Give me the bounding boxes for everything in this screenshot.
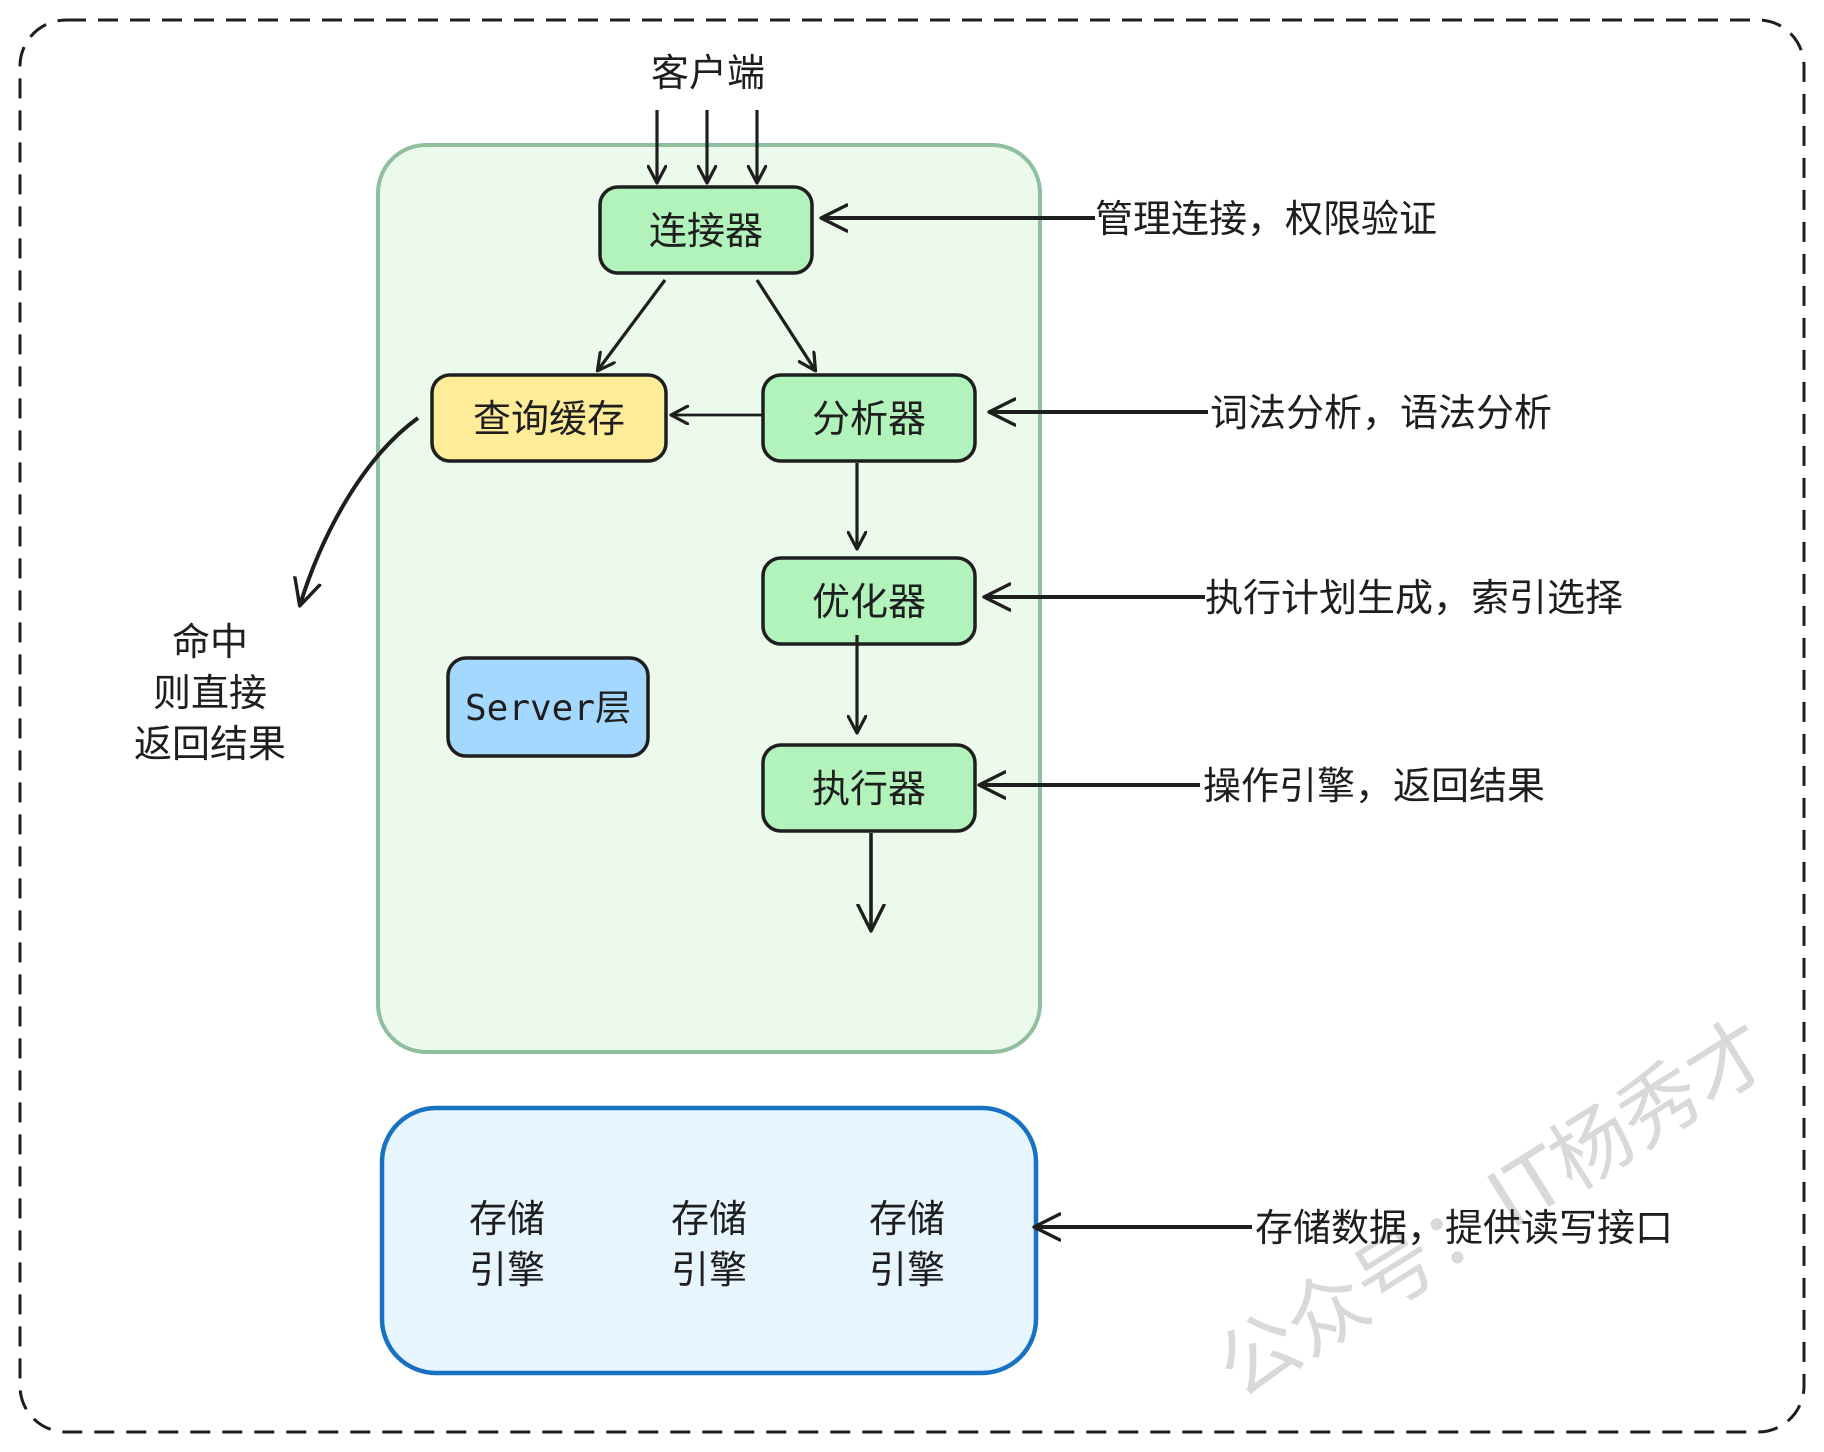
arrow-connector-to-analyzer [755, 279, 815, 370]
optimizer-label: 优化器 [812, 580, 926, 624]
analyzer-label: 分析器 [812, 397, 926, 441]
arrow-cache-hit [300, 416, 420, 605]
outer-frame [18, 18, 1806, 1434]
storage-engine-3-line1: 存储 [869, 1197, 945, 1241]
arrow-connector-to-cache [598, 279, 667, 370]
cache-hit-line2: 则直接 [153, 671, 267, 715]
annotation-connector: 管理连接，权限验证 [1095, 197, 1437, 241]
connector-label: 连接器 [649, 209, 763, 253]
executor-node: 执行器 [761, 743, 977, 833]
query-cache-label: 查询缓存 [473, 397, 625, 441]
storage-engine-1-line2: 引擎 [469, 1248, 545, 1292]
cache-hit-line3: 返回结果 [134, 722, 286, 766]
annotation-storage: 存储数据，提供读写接口 [1255, 1206, 1673, 1250]
annotation-optimizer: 执行计划生成，索引选择 [1205, 576, 1623, 620]
executor-label: 执行器 [812, 767, 926, 811]
storage-engine-1-line1: 存储 [469, 1197, 545, 1241]
cache-hit-line1: 命中 [172, 620, 248, 664]
storage-engine-2-line1: 存储 [671, 1197, 747, 1241]
server-layer-badge: Server层 [446, 656, 650, 758]
storage-engine-2-line2: 引擎 [671, 1248, 747, 1292]
annotation-analyzer: 词法分析，语法分析 [1210, 391, 1552, 435]
server-layer-label: Server层 [465, 688, 631, 729]
analyzer-node: 分析器 [761, 373, 977, 463]
annotation-executor: 操作引擎，返回结果 [1203, 764, 1545, 808]
storage-engine-3-line2: 引擎 [869, 1248, 945, 1292]
query-cache-node: 查询缓存 [430, 373, 668, 463]
connector-node: 连接器 [598, 185, 814, 275]
optimizer-node: 优化器 [761, 556, 977, 646]
client-label: 客户端 [651, 51, 765, 95]
